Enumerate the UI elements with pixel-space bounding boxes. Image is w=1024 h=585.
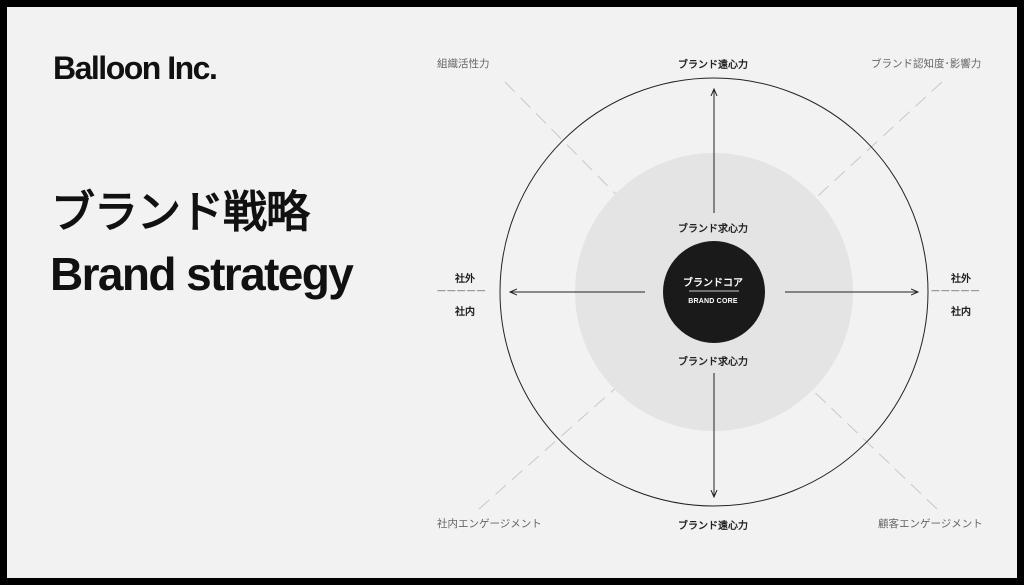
label-right-divider: — — — — — [931,286,979,296]
diagonal-top-left [504,81,672,251]
label-corner-bottom-left: 社内エンゲージメント [437,518,542,530]
outer-circle [499,77,929,507]
label-left-outside: 社外 [455,274,475,285]
label-left-inside: 社内 [455,307,475,318]
label-axis-bottom: ブランド遠心力 [678,521,748,532]
label-corner-top-right: ブランド認知度･影響力 [871,58,982,70]
brand-strategy-diagram [478,77,943,510]
page-title-japanese: ブランド戦略 [51,187,310,238]
company-logo: Balloon Inc. [53,50,218,86]
label-corner-top-left: 組織活性力 [437,58,490,70]
brand-core-sublabel: BRAND CORE [688,298,738,305]
label-inner-top: ブランド求心力 [678,224,748,235]
brand-core-label: ブランドコア [683,278,743,289]
label-corner-bottom-right: 顧客エンゲージメント [878,518,983,530]
label-axis-top: ブランド遠心力 [678,60,748,71]
slide-canvas: Balloon Inc. ブランド戦略 Brand strategy ブランドコ… [7,7,1017,578]
label-inner-bottom: ブランド求心力 [678,357,748,368]
label-right-inside: 社内 [951,307,971,318]
page-title-english: Brand strategy [50,248,354,300]
label-right-outside: 社外 [951,274,971,285]
brand-core-circle [663,241,765,343]
label-left-divider: — — — — — [437,286,485,296]
